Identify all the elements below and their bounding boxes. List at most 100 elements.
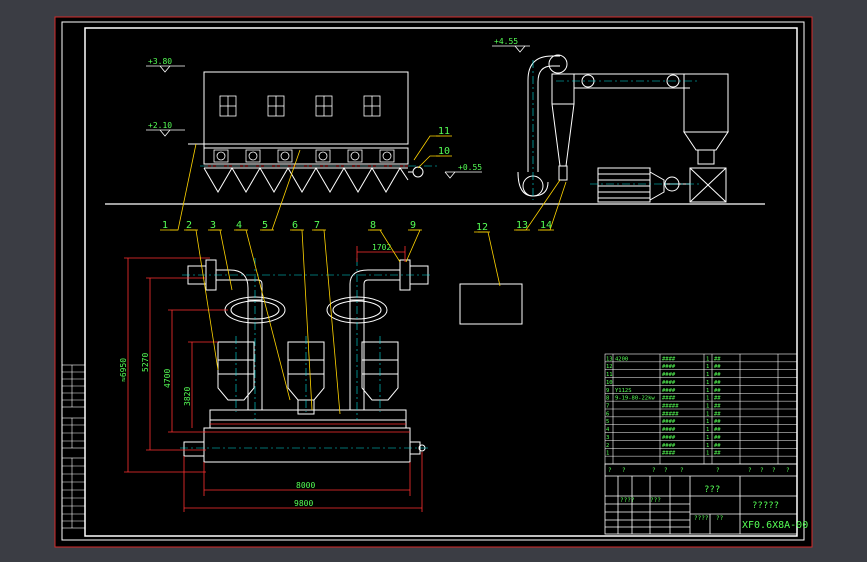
svg-text:?: ? bbox=[680, 467, 684, 474]
parts-cell: 1 bbox=[706, 411, 709, 417]
callout-10: 10 bbox=[438, 146, 450, 157]
cyclone-system bbox=[517, 54, 729, 203]
parts-cell: 13 bbox=[606, 356, 613, 362]
parts-cell: ## bbox=[714, 419, 721, 425]
parts-cell: 2 bbox=[606, 443, 609, 449]
component-12-box bbox=[459, 283, 523, 325]
title-question: ??? bbox=[704, 485, 720, 495]
title-block-row-marks: ??? ??? ??? ? ??????? ?????? bbox=[608, 467, 790, 522]
callout-14: 14 bbox=[540, 220, 552, 231]
parts-cell: ## bbox=[714, 356, 721, 362]
svg-text:?: ? bbox=[760, 467, 764, 474]
parts-cell: 1 bbox=[706, 419, 709, 425]
parts-cell: ## bbox=[714, 380, 721, 386]
parts-cell: 8 bbox=[606, 396, 609, 402]
elevation-e1: +3.80 bbox=[148, 57, 172, 66]
parts-cell: 4200 bbox=[615, 356, 628, 362]
parts-cell: 1 bbox=[706, 388, 709, 394]
dim-h3: 3820 bbox=[183, 387, 192, 406]
dim-pipe-span: 1702 bbox=[372, 243, 391, 252]
callout-13: 13 bbox=[516, 220, 528, 231]
parts-cell: ## bbox=[714, 364, 721, 370]
parts-cell: 10 bbox=[606, 380, 613, 386]
parts-cell: #### bbox=[662, 380, 676, 386]
callout-7: 7 bbox=[314, 220, 320, 231]
elevation-e3: +4.55 bbox=[494, 37, 518, 46]
plan-detail-red bbox=[204, 423, 410, 433]
svg-text:?: ? bbox=[622, 467, 626, 474]
dim-h1: 5270 bbox=[141, 353, 150, 372]
parts-cell: ##### bbox=[662, 404, 679, 410]
parts-cell: 1 bbox=[706, 451, 709, 457]
parts-cell: 1 bbox=[606, 451, 609, 457]
callout-11: 11 bbox=[438, 126, 450, 137]
elevation-marks bbox=[146, 45, 530, 179]
svg-text:?: ? bbox=[772, 467, 776, 474]
svg-text:?: ? bbox=[664, 467, 668, 474]
parts-cell: ## bbox=[714, 404, 721, 410]
parts-cell: ## bbox=[714, 396, 721, 402]
parts-cell: #### bbox=[662, 443, 676, 449]
svg-text:?: ? bbox=[748, 467, 752, 474]
left-margin-strips bbox=[61, 364, 86, 529]
parts-cell: #### bbox=[662, 372, 676, 378]
parts-cell: #### bbox=[662, 388, 676, 394]
parts-cell: 11 bbox=[606, 372, 613, 378]
parts-cell: 4 bbox=[606, 427, 610, 433]
callout-12: 12 bbox=[476, 222, 488, 233]
parts-cell: 1 bbox=[706, 380, 709, 386]
parts-cell: 1 bbox=[706, 427, 709, 433]
parts-cell: 1 bbox=[706, 443, 709, 449]
drawing-number: XF0.6X8A-00 bbox=[742, 520, 808, 531]
dimension-lines bbox=[124, 246, 423, 512]
callout-1: 1 bbox=[162, 220, 168, 231]
dim-total-height: ≈6950 bbox=[119, 358, 128, 382]
inner-frame bbox=[84, 27, 798, 537]
parts-cell: #### bbox=[662, 451, 676, 457]
parts-cell: 12 bbox=[606, 364, 613, 370]
parts-cell: ## bbox=[714, 443, 721, 449]
dim-length-outer: 9800 bbox=[294, 499, 313, 508]
parts-cell: ## bbox=[714, 435, 721, 441]
svg-text:?: ? bbox=[716, 467, 720, 474]
parts-cell: ## bbox=[714, 411, 721, 417]
svg-text:?: ? bbox=[608, 467, 612, 474]
dryer-elevation bbox=[188, 71, 409, 193]
parts-cell: ## bbox=[714, 451, 721, 457]
parts-cell: 7 bbox=[606, 404, 609, 410]
parts-cell: 9 bbox=[606, 388, 609, 394]
svg-text:????: ???? bbox=[620, 497, 635, 504]
parts-cell: 3 bbox=[606, 435, 609, 441]
parts-cell: 9-19-80-22kw bbox=[615, 396, 655, 402]
parts-cell: 1 bbox=[706, 356, 709, 362]
parts-cell: 6 bbox=[606, 411, 609, 417]
elevation-e4: +0.55 bbox=[458, 163, 482, 172]
callout-4: 4 bbox=[236, 220, 242, 231]
parts-cell: 1 bbox=[706, 372, 709, 378]
svg-text:????: ???? bbox=[694, 515, 709, 522]
parts-cell: ## bbox=[714, 372, 721, 378]
svg-text:??: ?? bbox=[716, 515, 724, 522]
parts-cell: Y112S bbox=[615, 388, 632, 394]
parts-cell: #### bbox=[662, 435, 676, 441]
plan-center-lines bbox=[180, 258, 432, 449]
parts-cell: #### bbox=[662, 396, 676, 402]
parts-cell: 1 bbox=[706, 435, 709, 441]
callout-8: 8 bbox=[370, 220, 376, 231]
svg-text:???: ??? bbox=[650, 497, 661, 504]
svg-text:?: ? bbox=[786, 467, 790, 474]
callout-5: 5 bbox=[262, 220, 268, 231]
dim-length-inner: 8000 bbox=[296, 481, 315, 490]
parts-cell: 5 bbox=[606, 419, 609, 425]
title-name: ????? bbox=[752, 501, 779, 511]
parts-cell: #### bbox=[662, 427, 676, 433]
callout-9: 9 bbox=[410, 220, 416, 231]
parts-cell: #### bbox=[662, 419, 676, 425]
parts-cell: 1 bbox=[706, 364, 709, 370]
callout-2: 2 bbox=[186, 220, 192, 231]
dim-h2: 4700 bbox=[163, 369, 172, 388]
parts-cell: ##### bbox=[662, 411, 679, 417]
dryer-viewports bbox=[213, 149, 395, 163]
